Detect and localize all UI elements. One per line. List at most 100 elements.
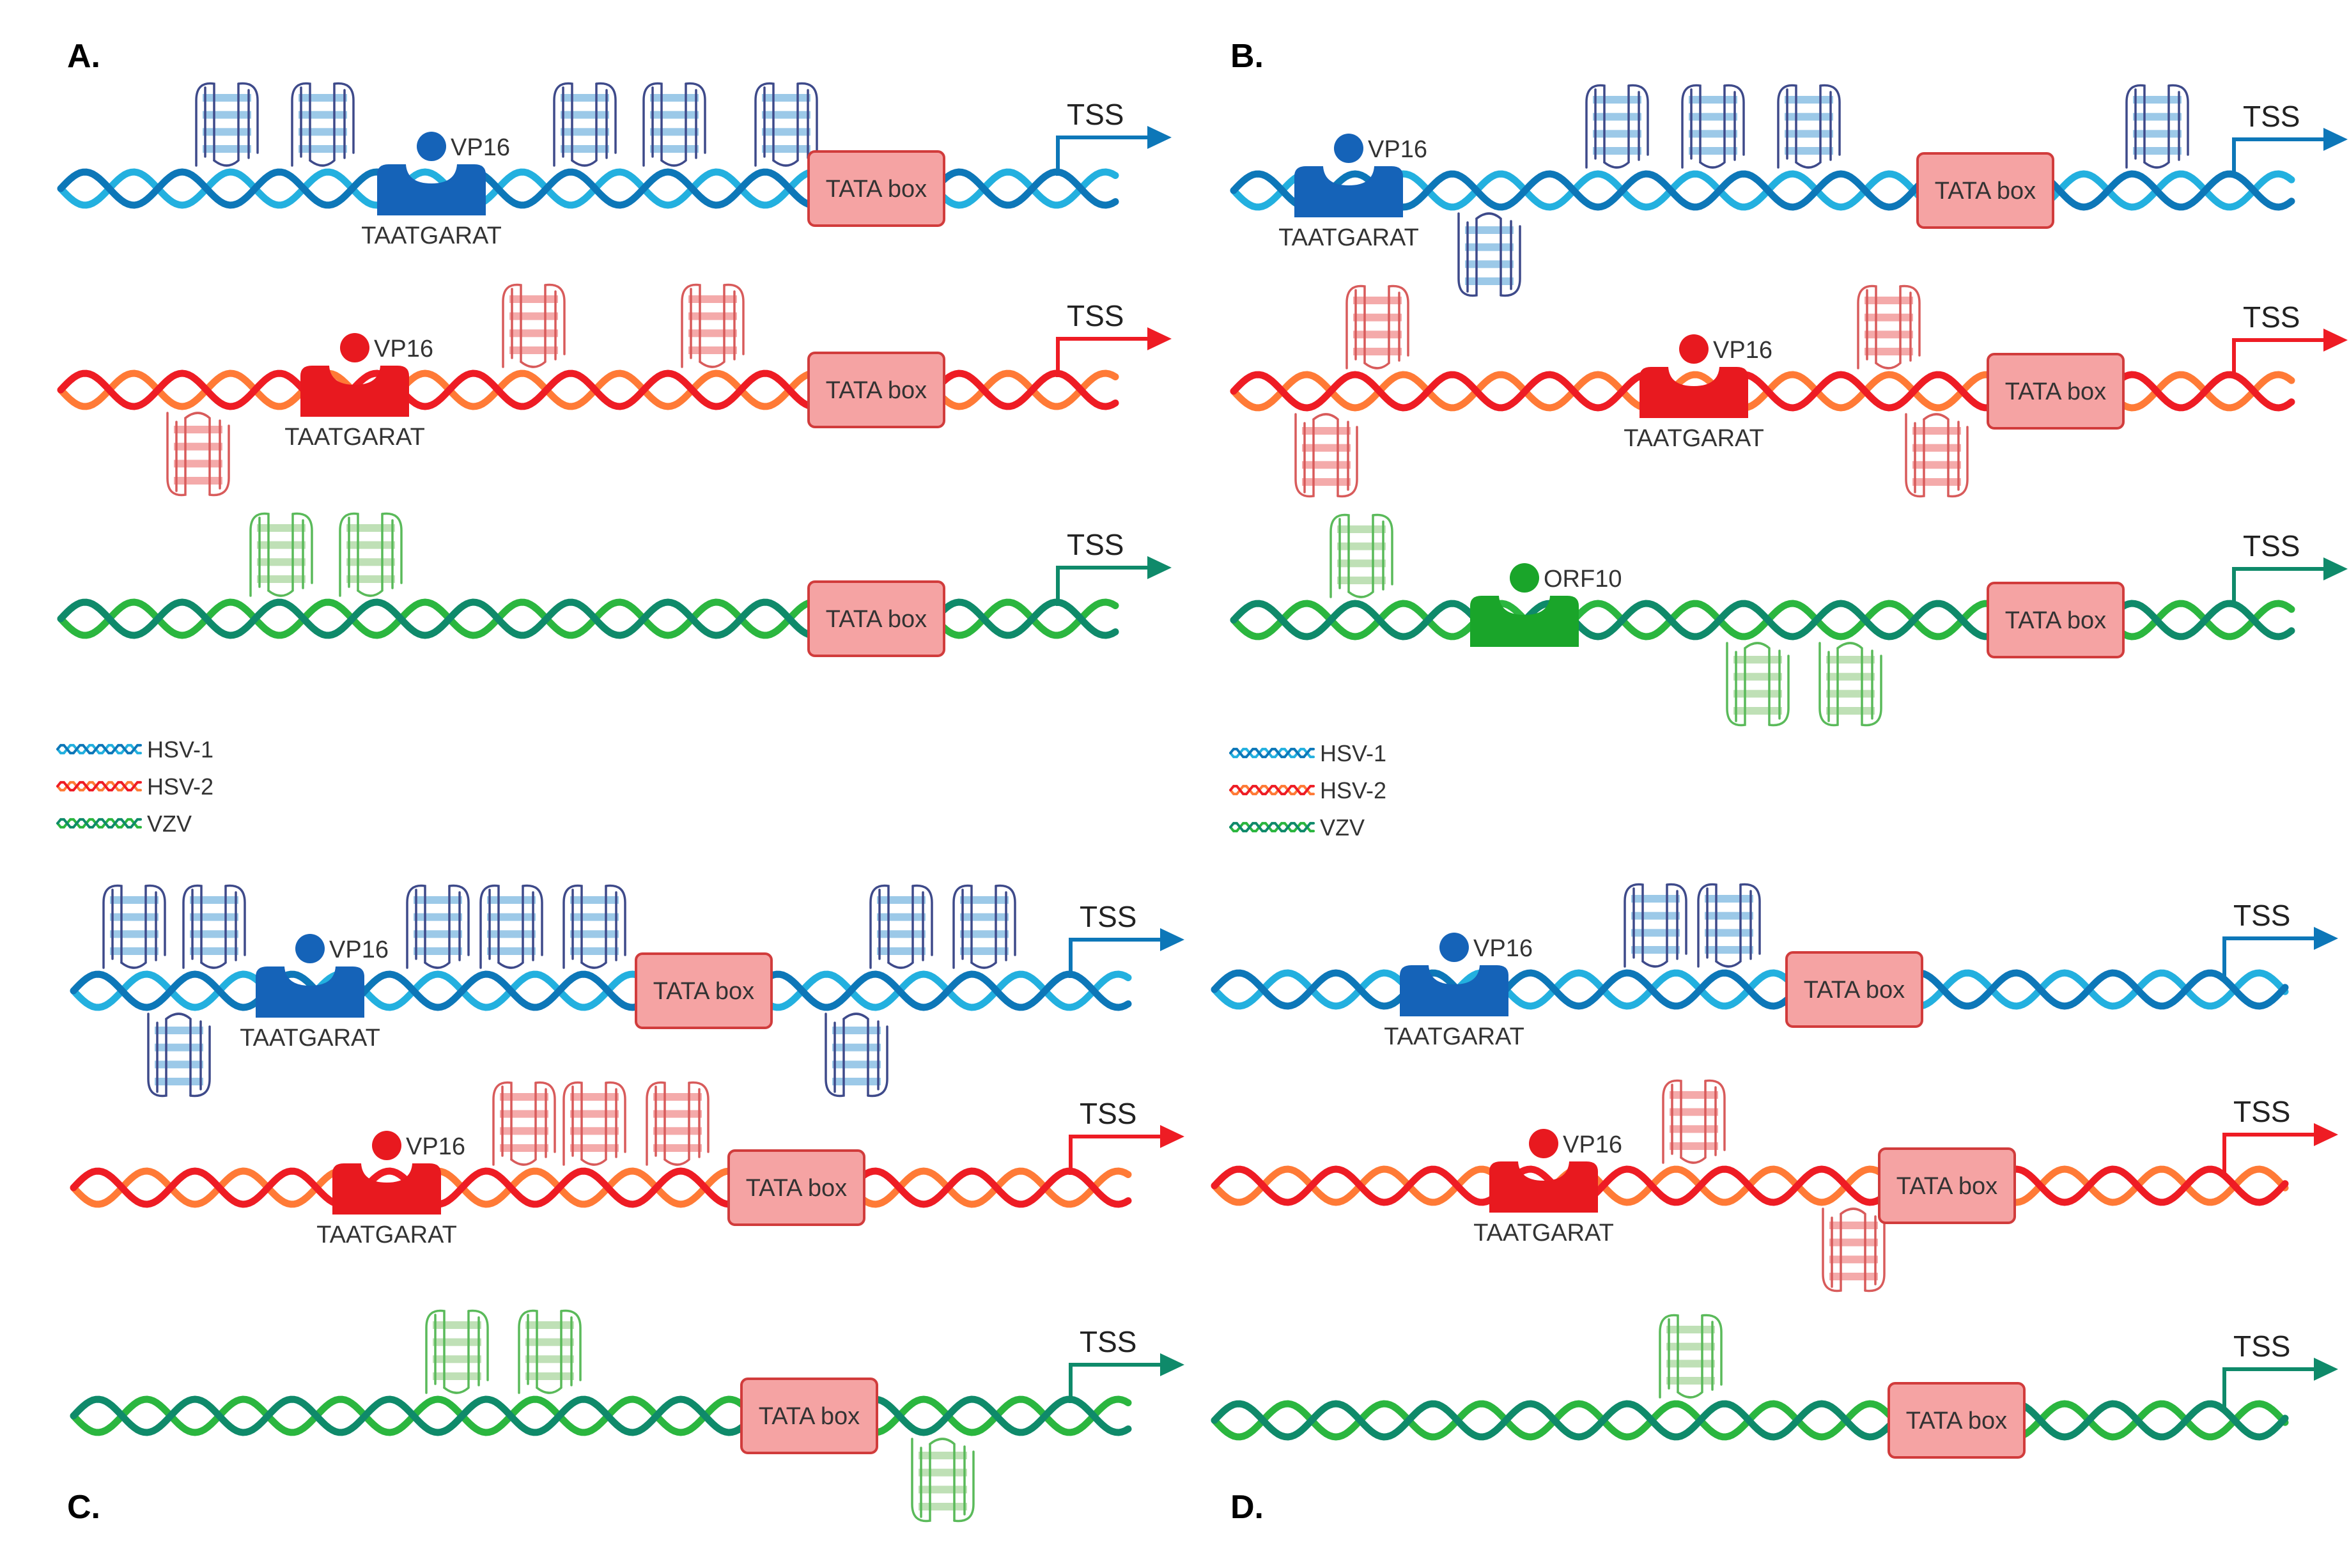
g-quadruplex-icon	[339, 512, 403, 597]
activator-complex	[332, 1131, 441, 1215]
g4-backdrop	[559, 93, 610, 154]
taatgarat-label: TAATGARAT	[1624, 425, 1764, 452]
g4-strand	[842, 1013, 869, 1097]
tata-box-label: TATA box	[653, 978, 754, 1005]
tss-arrow-head	[1147, 327, 1172, 350]
tss-label: TSS	[2243, 100, 2300, 133]
g4-tetrad	[1670, 1125, 1718, 1133]
g4-tetrad	[877, 913, 926, 921]
g4-strand	[467, 1309, 489, 1381]
g4-backdrop	[1301, 426, 1352, 487]
g4-tetrad	[509, 329, 558, 338]
vp16-protein	[417, 132, 446, 161]
tata-box-frame	[1987, 353, 2125, 430]
g4-tetrad	[1670, 1142, 1718, 1150]
g4-strand	[553, 82, 573, 167]
g4-backdrop	[345, 523, 396, 584]
taatgarat-label: TAATGARAT	[1278, 224, 1419, 251]
tss-label: TSS	[2233, 1330, 2290, 1363]
g4-tetrad	[1864, 313, 1913, 322]
g4-strand	[534, 1081, 556, 1153]
g4-tetrad	[298, 111, 347, 119]
tss-arrow	[2232, 329, 2348, 378]
g4-strand	[1899, 284, 1921, 357]
tata-box-label: TATA box	[1906, 1408, 2007, 1434]
g4-tetrad	[561, 94, 609, 102]
g4-tetrad	[155, 1043, 203, 1052]
g4-strand	[166, 412, 187, 497]
g4-tetrad	[1593, 113, 1641, 121]
g-quadruplex-icon	[1681, 84, 1745, 169]
g4-strand	[1715, 883, 1742, 968]
g4-tetrad	[525, 1338, 574, 1346]
g4-tetrad	[190, 896, 238, 904]
g4-tetrad	[155, 1027, 203, 1034]
dna-helix-hsv2	[1230, 371, 2295, 412]
motif-binding-domain	[377, 164, 486, 215]
g4-strand	[605, 884, 626, 956]
tata-box-label: TATA box	[759, 1403, 860, 1430]
g-quadruplex-icon	[182, 884, 246, 969]
g4-tetrad	[762, 111, 810, 119]
g4-tetrad	[1666, 1342, 1715, 1351]
g4-strand	[1923, 413, 1950, 497]
motif-binding-domain	[1489, 1161, 1598, 1213]
g4-backdrop	[1863, 295, 1914, 357]
g4-strand	[518, 1309, 538, 1394]
g4-strand	[200, 885, 227, 969]
tata-box-frame	[807, 150, 945, 227]
legend-swatch-hsv2	[1229, 784, 1315, 796]
g4-tetrad	[414, 947, 462, 955]
g4-tetrad	[1337, 525, 1386, 533]
g4-tetrad	[1864, 348, 1913, 355]
g4-strand	[1659, 1314, 1679, 1399]
taatgarat-label: TAATGARAT	[284, 424, 425, 451]
g-quadruplex-icon	[518, 1309, 582, 1394]
g4-tetrad	[1785, 96, 1833, 104]
g4-strand	[995, 884, 1016, 956]
g4-backdrop	[412, 895, 463, 956]
tss-arrow-line	[1069, 1135, 1160, 1175]
g4-tetrad	[257, 558, 306, 566]
g4-strand	[970, 885, 997, 969]
dna-strand-b	[1211, 1400, 2289, 1441]
g4-strand	[1726, 642, 1746, 727]
g4-strand	[595, 82, 617, 154]
taatgarat-label: TAATGARAT	[316, 1222, 457, 1248]
g4-strand	[754, 82, 775, 167]
dna-helix-vzv	[1211, 1400, 2289, 1441]
g4-strand	[381, 512, 403, 584]
g4-strand	[580, 1082, 607, 1166]
g-quadruplex-icon	[869, 884, 933, 969]
tss-arrow	[2232, 557, 2348, 607]
g-quadruplex-icon	[291, 82, 355, 167]
g4-tetrad	[500, 1127, 548, 1135]
tata-box	[807, 352, 945, 428]
g4-tetrad	[1465, 277, 1514, 285]
tata-box-frame	[740, 1378, 878, 1454]
vp16-label: VP16	[329, 936, 389, 963]
g4-strand	[952, 884, 973, 969]
g4-strand	[2143, 84, 2170, 169]
tss-arrow-line	[2232, 567, 2323, 607]
g4-strand	[443, 1310, 470, 1394]
g4-strand	[953, 1450, 975, 1523]
tata-box-frame	[1916, 152, 2054, 229]
dna-helix-hsv1	[70, 970, 1132, 1011]
g4-strand	[911, 884, 933, 956]
g4-tetrad	[877, 896, 926, 904]
g4-tetrad	[1670, 1091, 1718, 1099]
tata-box-frame	[1987, 582, 2125, 658]
g-quadruplex-icon	[102, 884, 166, 969]
activator-complex	[1489, 1129, 1598, 1213]
g4-strand	[497, 885, 524, 969]
tss-arrow	[1056, 556, 1172, 606]
g-quadruplex-icon	[479, 884, 543, 969]
g4-tetrad	[1353, 330, 1402, 339]
g4-strand	[184, 412, 211, 496]
tata-box	[1987, 582, 2125, 658]
legend	[1229, 747, 1315, 833]
g-quadruplex-icon	[249, 512, 313, 597]
g4-tetrad	[650, 111, 699, 119]
dna-strand-a	[1230, 170, 2295, 211]
